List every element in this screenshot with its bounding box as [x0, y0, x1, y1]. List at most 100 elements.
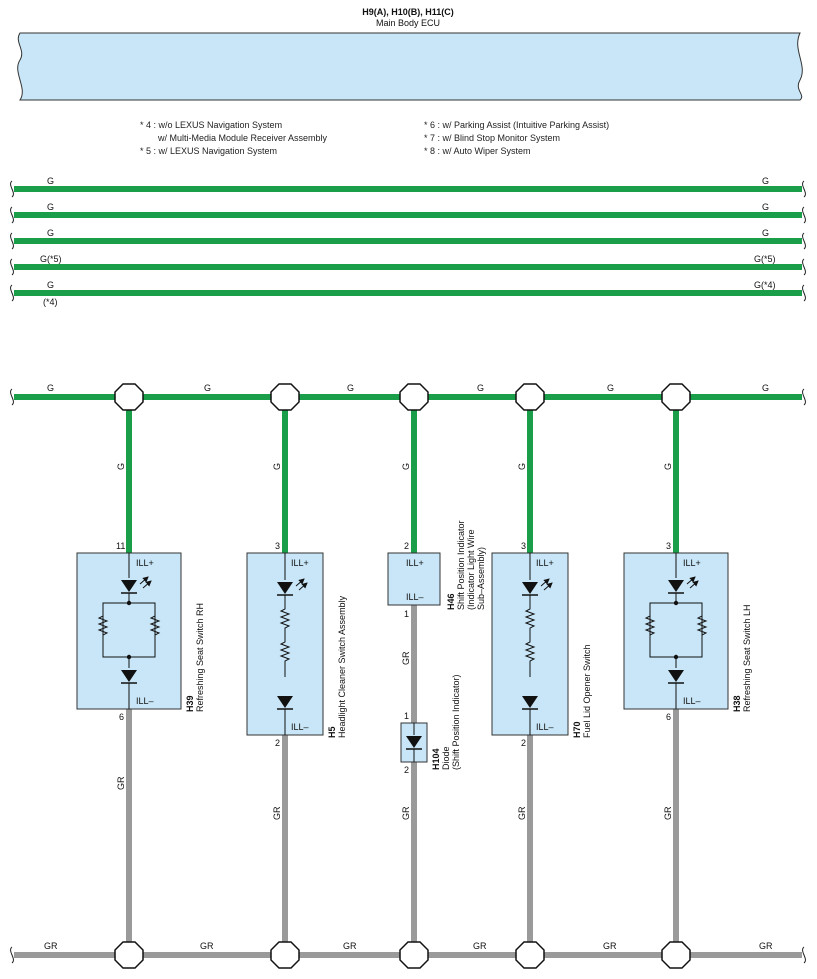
junction-bottom-2: [270, 941, 300, 969]
bus-wire-breaks: [10, 180, 806, 302]
gr-label-3: GR: [343, 941, 357, 951]
h38-name: Refreshing Seat Switch LH: [742, 604, 752, 712]
h104-code: H104: [431, 748, 441, 770]
component-h46: 2 1 ILL+ ILL– H46 Shift Position Indicat…: [387, 520, 486, 619]
ecu-name: Main Body ECU: [376, 18, 440, 28]
h70-pin-out: 2: [521, 738, 526, 748]
note-4b: w/ Multi-Media Module Receiver Assembly: [157, 133, 328, 143]
g-label-5: G: [607, 383, 614, 393]
h104-name: Diode: [441, 746, 451, 770]
h39-led-icon: [121, 580, 137, 592]
bus-wire-1-left: G: [47, 176, 54, 186]
h5-resistor-icon: [279, 595, 291, 677]
h38-resistor-icon: [644, 614, 656, 647]
bus-wires: [14, 186, 802, 296]
ecu-box: [17, 32, 803, 101]
drop-h70-label: G: [517, 463, 527, 470]
h70-resistor-icon: [524, 595, 536, 677]
h5-led-icon: [277, 582, 293, 594]
h104-name2: (Shift Position Indicator): [451, 674, 461, 770]
h39-resistor-icon: [97, 614, 109, 647]
h39-resistor2-icon: [149, 614, 161, 647]
h5-term-in: ILL+: [291, 558, 309, 568]
component-h104: 1 2 H104 Diode (Shift Position Indicator…: [400, 674, 461, 775]
h5-diode-icon: [277, 696, 293, 708]
h70-led-icon: [522, 582, 538, 594]
gr-label-2: GR: [200, 941, 214, 951]
bus-wire-3-right: G: [762, 228, 769, 238]
g-label-3: G: [347, 383, 354, 393]
h46-name2: (Indicator Light Wire: [466, 529, 476, 610]
g-label-6: G: [762, 383, 769, 393]
bus-wire-5-sub: (*4): [43, 297, 58, 307]
h46-name3: Sub–Assembly): [476, 547, 486, 610]
component-h5: 3 2 ILL+ ILL– H5 Headlight Cleaner Switc…: [246, 541, 347, 748]
drop-h5-label: G: [272, 463, 282, 470]
h46-pin-in: 2: [404, 541, 409, 551]
drop-h46-label: G: [401, 463, 411, 470]
h46-code: H46: [446, 593, 456, 610]
main-gr-bus-labels: GR GR GR GR GR GR: [44, 941, 773, 951]
junction-top-3: [399, 383, 429, 411]
junction-top-5: [661, 383, 691, 411]
top-junctions: [114, 383, 691, 411]
note-5: * 5 : w/ LEXUS Navigation System: [140, 146, 277, 156]
gr-label-4: GR: [473, 941, 487, 951]
h39-diode-icon: [121, 670, 137, 682]
h70-term-in: ILL+: [536, 558, 554, 568]
g-label-1: G: [47, 383, 54, 393]
h5-term-out: ILL–: [291, 722, 309, 732]
notes-right: * 6 : w/ Parking Assist (Intuitive Parki…: [424, 120, 609, 156]
notes-left: * 4 : w/o LEXUS Navigation System w/ Mul…: [140, 120, 328, 156]
junction-bottom-4: [515, 941, 545, 969]
gr-label-1: GR: [44, 941, 58, 951]
green-drops: [126, 397, 679, 553]
junction-bottom-5: [661, 941, 691, 969]
component-h39: 11 6 ILL+ ILL– H39 Refreshing Seat Switc…: [76, 541, 205, 722]
h46-name: Shift Position Indicator: [456, 520, 466, 610]
g-label-4: G: [477, 383, 484, 393]
bus-wire-1-right: G: [762, 176, 769, 186]
main-g-bus-labels: G G G G G G: [47, 383, 769, 393]
h46-term-in: ILL+: [406, 558, 424, 568]
h46-term-out: ILL–: [406, 592, 424, 602]
note-8: * 8 : w/ Auto Wiper System: [424, 146, 531, 156]
h70-diode-icon: [522, 696, 538, 708]
h38-term-in: ILL+: [683, 558, 701, 568]
junction-top-1: [114, 383, 144, 411]
return-h104-label: GR: [401, 806, 411, 820]
return-h70-label: GR: [517, 806, 527, 820]
h39-name: Refreshing Seat Switch RH: [195, 603, 205, 712]
h39-pin-out: 6: [119, 712, 124, 722]
h70-name: Fuel Lid Opener Switch: [582, 644, 592, 738]
component-h70: 3 2 ILL+ ILL– H70 Fuel Lid Opener Switch: [491, 541, 592, 748]
return-h5-label: GR: [272, 806, 282, 820]
h39-term-out: ILL–: [136, 696, 154, 706]
gr-label-6: GR: [759, 941, 773, 951]
h46-pin-out: 1: [404, 609, 409, 619]
junction-top-4: [515, 383, 545, 411]
h104-diode-icon: [406, 736, 422, 748]
return-h46-label: GR: [401, 651, 411, 665]
h38-resistor2-icon: [696, 614, 708, 647]
h39-term-in: ILL+: [136, 558, 154, 568]
h5-pin-out: 2: [275, 738, 280, 748]
h70-term-out: ILL–: [536, 722, 554, 732]
bus-wire-2-right: G: [762, 202, 769, 212]
note-7: * 7 : w/ Blind Stop Monitor System: [424, 133, 560, 143]
drop-h39-label: G: [116, 463, 126, 470]
bottom-junctions: [114, 941, 691, 969]
note-4: * 4 : w/o LEXUS Navigation System: [140, 120, 282, 130]
h5-pin-in: 3: [275, 541, 280, 551]
h38-code: H38: [732, 695, 742, 712]
bus-wire-labels: G G G G G G G(*5) G(*5) G G(*4) (*4): [40, 176, 776, 307]
bus-wire-4-left: G(*5): [40, 254, 62, 264]
gr-label-5: GR: [603, 941, 617, 951]
h5-code: H5: [327, 726, 337, 738]
return-h39-label: GR: [116, 776, 126, 790]
return-h38-label: GR: [663, 806, 673, 820]
h5-name: Headlight Cleaner Switch Assembly: [337, 595, 347, 738]
h38-pin-out: 6: [666, 712, 671, 722]
junction-bottom-3: [399, 941, 429, 969]
